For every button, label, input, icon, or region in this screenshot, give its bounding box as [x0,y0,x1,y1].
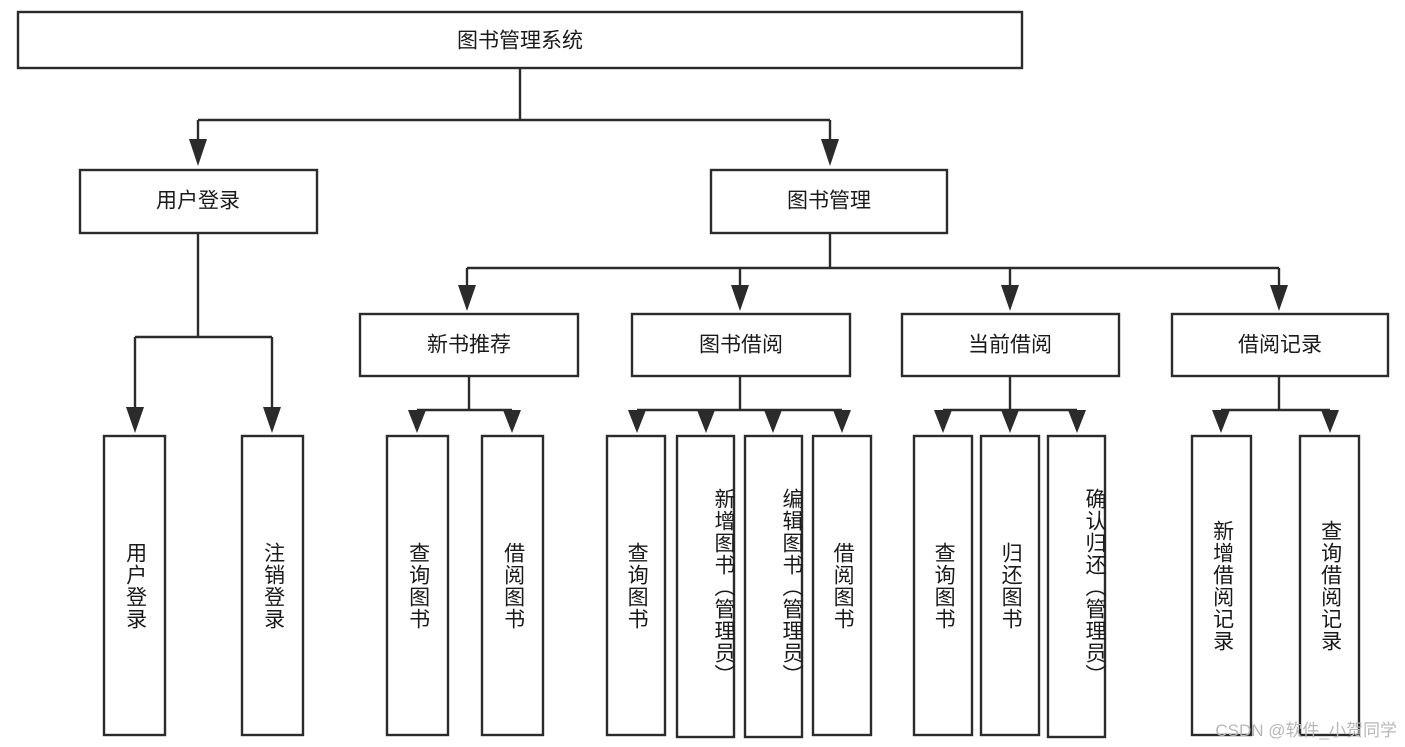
node-user-login-label: 用户登录 [156,190,240,213]
connector-group-newbook [408,376,521,433]
csdn-watermark: CSDN @软件_小贺同学 [1215,721,1397,740]
arrow-newbook-to-query [408,410,426,433]
arrow-records-to-query [1321,410,1339,433]
arrow-borrow-to-add [697,410,715,433]
node-book-management-label: 图书管理 [787,190,871,213]
arrow-bookmgmt-to-newbook [458,285,476,311]
leaf-box-edit-book-admin[interactable] [743,434,804,739]
arrow-bookmgmt-to-current [1001,285,1019,311]
node-book-borrow[interactable]: 图书借阅 [630,312,852,378]
node-borrow-records-box[interactable] [1170,312,1390,378]
leaf-box-user-login[interactable] [102,434,167,737]
connector-group-borrow [628,376,851,433]
arrow-bookmgmt-to-borrow [731,285,749,311]
node-current-borrow-label: 当前借阅 [968,334,1052,357]
arrow-current-to-query [934,410,952,433]
arrow-userlogin-to-login [126,407,144,433]
connector-group-current [934,376,1086,433]
arrow-current-to-return [1001,410,1019,433]
leaf-box-add-borrow-record[interactable] [1190,434,1253,737]
node-new-book-recommend-box[interactable] [358,312,580,378]
node-book-management[interactable]: 图书管理 [709,168,949,235]
arrow-current-to-confirm [1068,410,1086,433]
node-user-login[interactable]: 用户登录 [78,168,319,235]
leaf-box-borrow-book-recommend[interactable] [480,434,545,737]
arrow-root-to-userlogin [189,139,207,166]
arrow-records-to-add [1212,410,1230,433]
leaf-box-query-borrow-record[interactable] [1298,434,1361,737]
node-new-book-recommend-label: 新书推荐 [427,334,511,357]
arrow-newbook-to-borrow [503,410,521,433]
arrow-borrow-to-edit [764,410,782,433]
arrow-root-to-bookmgmt [821,139,839,166]
connector-group-records [1212,376,1339,433]
connector-group-root [189,68,839,166]
leaf-boxes [102,434,1361,739]
arrow-borrow-to-borrowbook [833,410,851,433]
node-root-label: 图书管理系统 [457,30,583,53]
arrow-userlogin-to-logout [263,407,281,433]
node-root-box[interactable] [16,10,1024,70]
arrow-bookmgmt-to-records [1270,285,1288,311]
leaf-box-query-book-recommend[interactable] [385,434,450,737]
node-user-login-box[interactable] [78,168,319,235]
node-book-borrow-box[interactable] [630,312,852,378]
node-current-borrow-box[interactable] [900,312,1121,378]
connector-group-userlogin [126,233,281,433]
leaf-box-logout[interactable] [240,434,305,737]
leaf-box-return-book[interactable] [979,434,1041,737]
node-book-borrow-label: 图书借阅 [699,334,783,357]
node-root[interactable]: 图书管理系统 [16,10,1024,70]
leaf-box-add-book-admin[interactable] [675,434,736,739]
leaf-box-confirm-return-admin[interactable] [1046,434,1107,739]
connector-group-bookmgmt [458,233,1288,311]
arrow-borrow-to-query [628,410,646,433]
node-book-management-box[interactable] [709,168,949,235]
leaf-box-query-book-borrow[interactable] [605,434,667,737]
node-borrow-records[interactable]: 借阅记录 [1170,312,1390,378]
node-borrow-records-label: 借阅记录 [1238,334,1322,357]
node-current-borrow[interactable]: 当前借阅 [900,312,1121,378]
leaf-box-borrow-book[interactable] [811,434,873,737]
node-new-book-recommend[interactable]: 新书推荐 [358,312,580,378]
leaf-box-query-book-current[interactable] [912,434,974,737]
